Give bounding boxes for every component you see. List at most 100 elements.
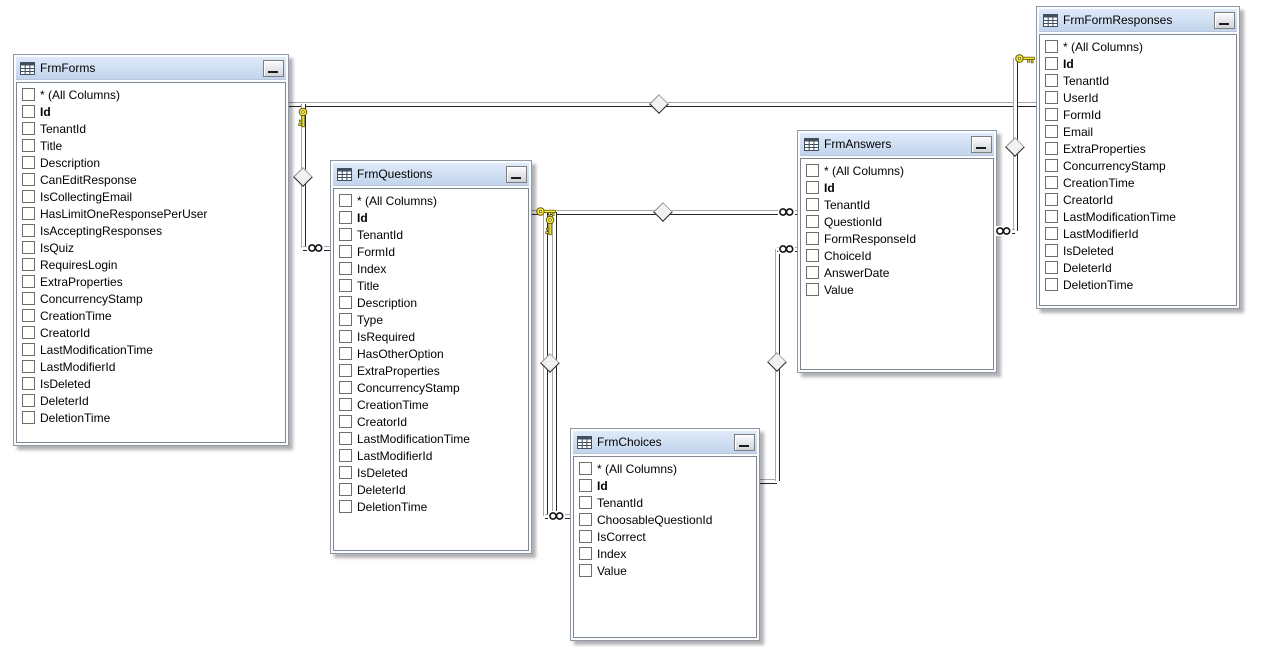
column-checkbox[interactable] xyxy=(22,394,35,407)
column-row[interactable]: IsDeleted xyxy=(337,464,528,481)
column-checkbox[interactable] xyxy=(579,564,592,577)
column-checkbox[interactable] xyxy=(22,190,35,203)
column-row[interactable]: CreatorId xyxy=(20,324,285,341)
column-checkbox[interactable] xyxy=(22,122,35,135)
column-checkbox[interactable] xyxy=(1045,210,1058,223)
column-checkbox[interactable] xyxy=(22,411,35,424)
column-checkbox[interactable] xyxy=(1045,125,1058,138)
column-checkbox[interactable] xyxy=(339,279,352,292)
join-diamond-icon[interactable] xyxy=(649,94,669,114)
column-checkbox[interactable] xyxy=(22,156,35,169)
column-row[interactable]: * (All Columns) xyxy=(577,460,756,477)
column-row[interactable]: AnswerDate xyxy=(804,264,993,281)
column-row[interactable]: CreationTime xyxy=(1043,174,1236,191)
column-checkbox[interactable] xyxy=(579,513,592,526)
column-row[interactable]: LastModificationTime xyxy=(1043,208,1236,225)
column-row[interactable]: IsDeleted xyxy=(20,375,285,392)
column-checkbox[interactable] xyxy=(579,547,592,560)
column-checkbox[interactable] xyxy=(1045,159,1058,172)
column-checkbox[interactable] xyxy=(806,181,819,194)
column-row[interactable]: ExtraProperties xyxy=(1043,140,1236,157)
column-checkbox[interactable] xyxy=(22,88,35,101)
column-checkbox[interactable] xyxy=(1045,108,1058,121)
column-checkbox[interactable] xyxy=(339,415,352,428)
column-checkbox[interactable] xyxy=(806,266,819,279)
column-checkbox[interactable] xyxy=(579,496,592,509)
column-checkbox[interactable] xyxy=(339,466,352,479)
column-checkbox[interactable] xyxy=(1045,227,1058,240)
column-row[interactable]: ExtraProperties xyxy=(20,273,285,290)
column-row[interactable]: IsAcceptingResponses xyxy=(20,222,285,239)
column-row[interactable]: IsRequired xyxy=(337,328,528,345)
column-row[interactable]: DeleterId xyxy=(1043,259,1236,276)
join-diamond-icon[interactable] xyxy=(293,167,313,187)
column-row[interactable]: FormResponseId xyxy=(804,230,993,247)
column-row[interactable]: IsCollectingEmail xyxy=(20,188,285,205)
column-row[interactable]: ChoosableQuestionId xyxy=(577,511,756,528)
column-checkbox[interactable] xyxy=(339,262,352,275)
minimize-button[interactable] xyxy=(1214,11,1235,29)
column-row[interactable]: FormId xyxy=(337,243,528,260)
column-row[interactable]: TenantId xyxy=(337,226,528,243)
minimize-button[interactable] xyxy=(506,165,527,183)
column-row[interactable]: DeletionTime xyxy=(20,409,285,426)
column-checkbox[interactable] xyxy=(579,462,592,475)
column-checkbox[interactable] xyxy=(579,479,592,492)
column-row[interactable]: Description xyxy=(20,154,285,171)
column-row[interactable]: UserId xyxy=(1043,89,1236,106)
column-row[interactable]: DeleterId xyxy=(20,392,285,409)
column-row[interactable]: IsDeleted xyxy=(1043,242,1236,259)
column-row[interactable]: * (All Columns) xyxy=(804,162,993,179)
column-row[interactable]: Id xyxy=(804,179,993,196)
column-checkbox[interactable] xyxy=(1045,142,1058,155)
column-checkbox[interactable] xyxy=(22,343,35,356)
column-row[interactable]: CreationTime xyxy=(337,396,528,413)
column-row[interactable]: IsQuiz xyxy=(20,239,285,256)
join-diamond-icon[interactable] xyxy=(767,352,787,372)
column-row[interactable]: TenantId xyxy=(1043,72,1236,89)
minimize-button[interactable] xyxy=(971,135,992,153)
column-row[interactable]: LastModificationTime xyxy=(20,341,285,358)
column-checkbox[interactable] xyxy=(339,313,352,326)
column-row[interactable]: Title xyxy=(337,277,528,294)
column-row[interactable]: TenantId xyxy=(804,196,993,213)
column-row[interactable]: ConcurrencyStamp xyxy=(20,290,285,307)
column-row[interactable]: CanEditResponse xyxy=(20,171,285,188)
column-checkbox[interactable] xyxy=(22,224,35,237)
column-row[interactable]: HasLimitOneResponsePerUser xyxy=(20,205,285,222)
column-row[interactable]: * (All Columns) xyxy=(1043,38,1236,55)
column-checkbox[interactable] xyxy=(22,207,35,220)
table-titlebar[interactable]: FrmForms xyxy=(16,57,286,80)
column-row[interactable]: IsCorrect xyxy=(577,528,756,545)
column-row[interactable]: * (All Columns) xyxy=(337,192,528,209)
column-row[interactable]: LastModifierId xyxy=(1043,225,1236,242)
column-checkbox[interactable] xyxy=(339,398,352,411)
column-row[interactable]: DeletionTime xyxy=(337,498,528,515)
column-checkbox[interactable] xyxy=(806,215,819,228)
column-row[interactable]: ConcurrencyStamp xyxy=(1043,157,1236,174)
column-checkbox[interactable] xyxy=(806,283,819,296)
column-row[interactable]: CreationTime xyxy=(20,307,285,324)
column-row[interactable]: DeletionTime xyxy=(1043,276,1236,293)
column-checkbox[interactable] xyxy=(1045,244,1058,257)
column-checkbox[interactable] xyxy=(22,326,35,339)
column-checkbox[interactable] xyxy=(806,249,819,262)
column-row[interactable]: Index xyxy=(577,545,756,562)
column-checkbox[interactable] xyxy=(22,173,35,186)
column-checkbox[interactable] xyxy=(339,347,352,360)
column-row[interactable]: Id xyxy=(577,477,756,494)
column-row[interactable]: Id xyxy=(1043,55,1236,72)
column-checkbox[interactable] xyxy=(22,360,35,373)
column-checkbox[interactable] xyxy=(339,330,352,343)
column-checkbox[interactable] xyxy=(339,211,352,224)
column-row[interactable]: ChoiceId xyxy=(804,247,993,264)
column-row[interactable]: LastModifierId xyxy=(20,358,285,375)
column-row[interactable]: FormId xyxy=(1043,106,1236,123)
relationship-line-FrmChoices-FrmAnswers[interactable] xyxy=(759,479,777,484)
column-checkbox[interactable] xyxy=(339,245,352,258)
column-checkbox[interactable] xyxy=(22,241,35,254)
column-row[interactable]: Id xyxy=(337,209,528,226)
